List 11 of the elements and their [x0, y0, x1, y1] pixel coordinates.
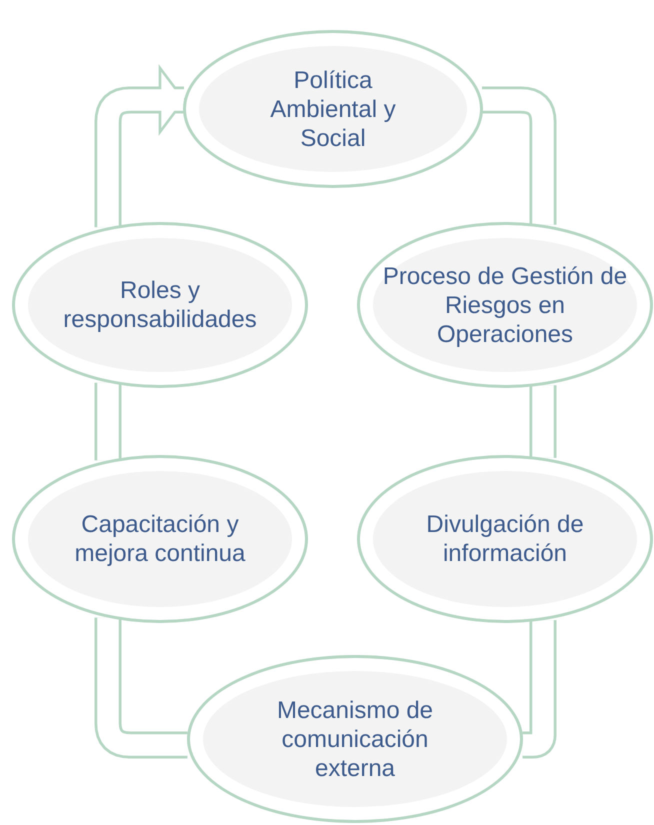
node-label: Proceso de Gestión de Riesgos en Operaciones	[382, 262, 628, 348]
connector-band	[94, 618, 188, 758]
connector-band	[94, 66, 186, 228]
node-label: Divulgación de información	[425, 510, 585, 568]
connector-band	[530, 385, 556, 458]
connector-band	[94, 382, 122, 460]
node-label: Mecanismo de comunicación externa	[276, 696, 434, 782]
node-label: Política Ambiental y Social	[269, 66, 397, 152]
connector-band	[482, 86, 556, 225]
node-label: Roles y responsabilidades	[62, 276, 258, 334]
node-label: Capacitación y mejora continua	[74, 510, 246, 568]
